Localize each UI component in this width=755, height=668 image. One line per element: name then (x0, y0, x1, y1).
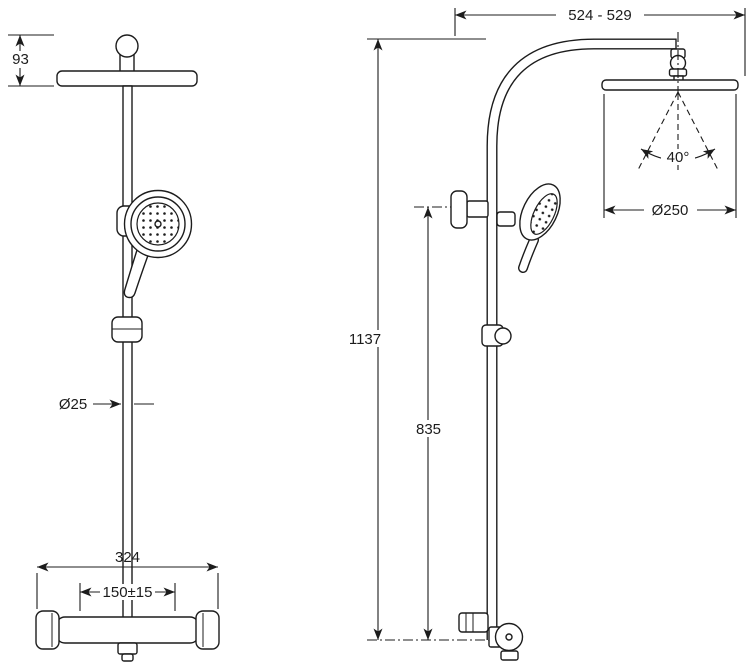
thermostat-valve-front (35, 610, 220, 662)
front-view: 93 Ø25 (7, 34, 220, 662)
dim-inlet-spacing-label: 150±15 (103, 584, 153, 601)
dim-rail-height: 835 (409, 206, 452, 640)
slider-clamp-front (111, 316, 143, 343)
shower-rail-front (122, 85, 133, 621)
overhead-shower-front (56, 70, 198, 87)
hand-shower-side (496, 183, 561, 273)
dim-rail-height-label: 835 (416, 421, 441, 438)
side-view: 524 - 529 1137 835 (344, 7, 746, 661)
wall-bracket-side (450, 190, 489, 229)
dim-valve-width-label: 324 (115, 549, 140, 566)
dim-rail-diameter-label: Ø25 (59, 396, 87, 413)
valve-body (55, 616, 200, 644)
valve-handle-left (35, 610, 60, 650)
riser-pipe-side (486, 38, 677, 640)
dim-reach-range: 524 - 529 (454, 7, 746, 76)
dim-head-offset: 93 (7, 34, 54, 87)
overhead-shower-side (601, 48, 739, 91)
dim-head-diameter-label: Ø250 (652, 202, 689, 219)
slider-clamp-side (481, 324, 512, 347)
dim-rail-diameter: Ø25 (59, 396, 154, 413)
hand-shower-front (116, 189, 193, 299)
dim-spray-angle-label: 40° (667, 149, 690, 166)
ball-joint-front (115, 34, 139, 74)
valve-handle-right (195, 610, 220, 650)
hand-shower-holder-side (496, 211, 516, 227)
overhead-disc-side (601, 79, 739, 91)
dim-head-diameter: Ø250 (603, 94, 737, 219)
spray-cone: 40° (637, 32, 719, 174)
dim-overall-height: 1137 (344, 38, 494, 641)
valve-side (458, 612, 524, 661)
dim-overall-height-label: 1137 (349, 331, 381, 348)
dim-valve-width: 324 (36, 549, 219, 609)
dim-reach-range-label: 524 - 529 (568, 7, 631, 24)
dim-head-offset-label: 93 (12, 51, 29, 68)
valve-outlet (117, 642, 138, 655)
dim-inlet-spacing: 150±15 (79, 583, 176, 611)
hand-shower-handle-front (123, 243, 151, 299)
